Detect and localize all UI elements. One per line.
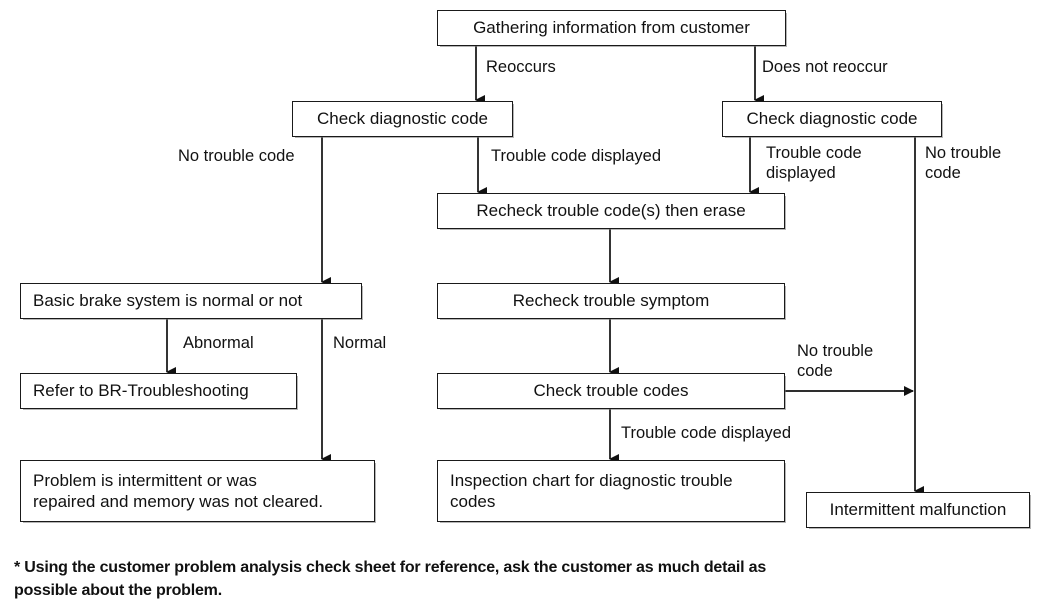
node-label: Basic brake system is normal or not	[33, 291, 303, 311]
edge-label-reoccurs: Reoccurs	[486, 58, 556, 76]
node-recheck-trouble-codes-then-erase[interactable]: Recheck trouble code(s) then erase	[437, 193, 785, 229]
node-check-trouble-codes[interactable]: Check trouble codes	[437, 373, 785, 409]
node-label: Inspection chart for diagnostic trouble …	[450, 470, 733, 511]
edge-label-trouble-code-displayed-middle: Trouble code displayed	[491, 147, 661, 165]
edge-label-does-not-reoccur: Does not reoccur	[762, 58, 888, 76]
node-label: Problem is intermittent or was repaired …	[33, 470, 324, 511]
edge-label-no-trouble-code-left: No trouble code	[178, 147, 295, 165]
node-inspection-chart[interactable]: Inspection chart for diagnostic trouble …	[437, 460, 785, 522]
node-label: Refer to BR-Troubleshooting	[33, 381, 249, 401]
edge-label-abnormal: Abnormal	[183, 334, 254, 352]
edge-label-no-trouble-code-right: No trouble code	[925, 144, 1002, 183]
node-label: Gathering information from customer	[473, 18, 750, 38]
node-label: Check trouble codes	[533, 381, 689, 401]
node-refer-to-br-troubleshooting[interactable]: Refer to BR-Troubleshooting	[20, 373, 297, 409]
node-recheck-trouble-symptom[interactable]: Recheck trouble symptom	[437, 283, 785, 319]
node-label: Intermittent malfunction	[829, 500, 1007, 520]
node-intermittent-malfunction[interactable]: Intermittent malfunction	[806, 492, 1030, 528]
node-check-diagnostic-code-left[interactable]: Check diagnostic code	[292, 101, 513, 137]
edge-label-trouble-code-displayed-bottom: Trouble code displayed	[621, 424, 791, 442]
edge-label-no-trouble-code-bottom: No trouble code	[797, 342, 874, 381]
edge-label-normal: Normal	[333, 334, 387, 352]
node-label: Recheck trouble code(s) then erase	[476, 201, 746, 221]
node-problem-is-intermittent[interactable]: Problem is intermittent or was repaired …	[20, 460, 375, 522]
node-label: Recheck trouble symptom	[512, 291, 710, 311]
node-label: Check diagnostic code	[316, 109, 489, 129]
footnote-text: * Using the customer problem analysis ch…	[14, 559, 767, 600]
node-gathering-information[interactable]: Gathering information from customer	[437, 10, 786, 46]
edge-label-trouble-code-displayed-right: Trouble code displayed	[766, 144, 862, 183]
node-basic-brake-system[interactable]: Basic brake system is normal or not	[20, 283, 362, 319]
node-check-diagnostic-code-right[interactable]: Check diagnostic code	[722, 101, 942, 137]
node-label: Check diagnostic code	[746, 109, 918, 129]
